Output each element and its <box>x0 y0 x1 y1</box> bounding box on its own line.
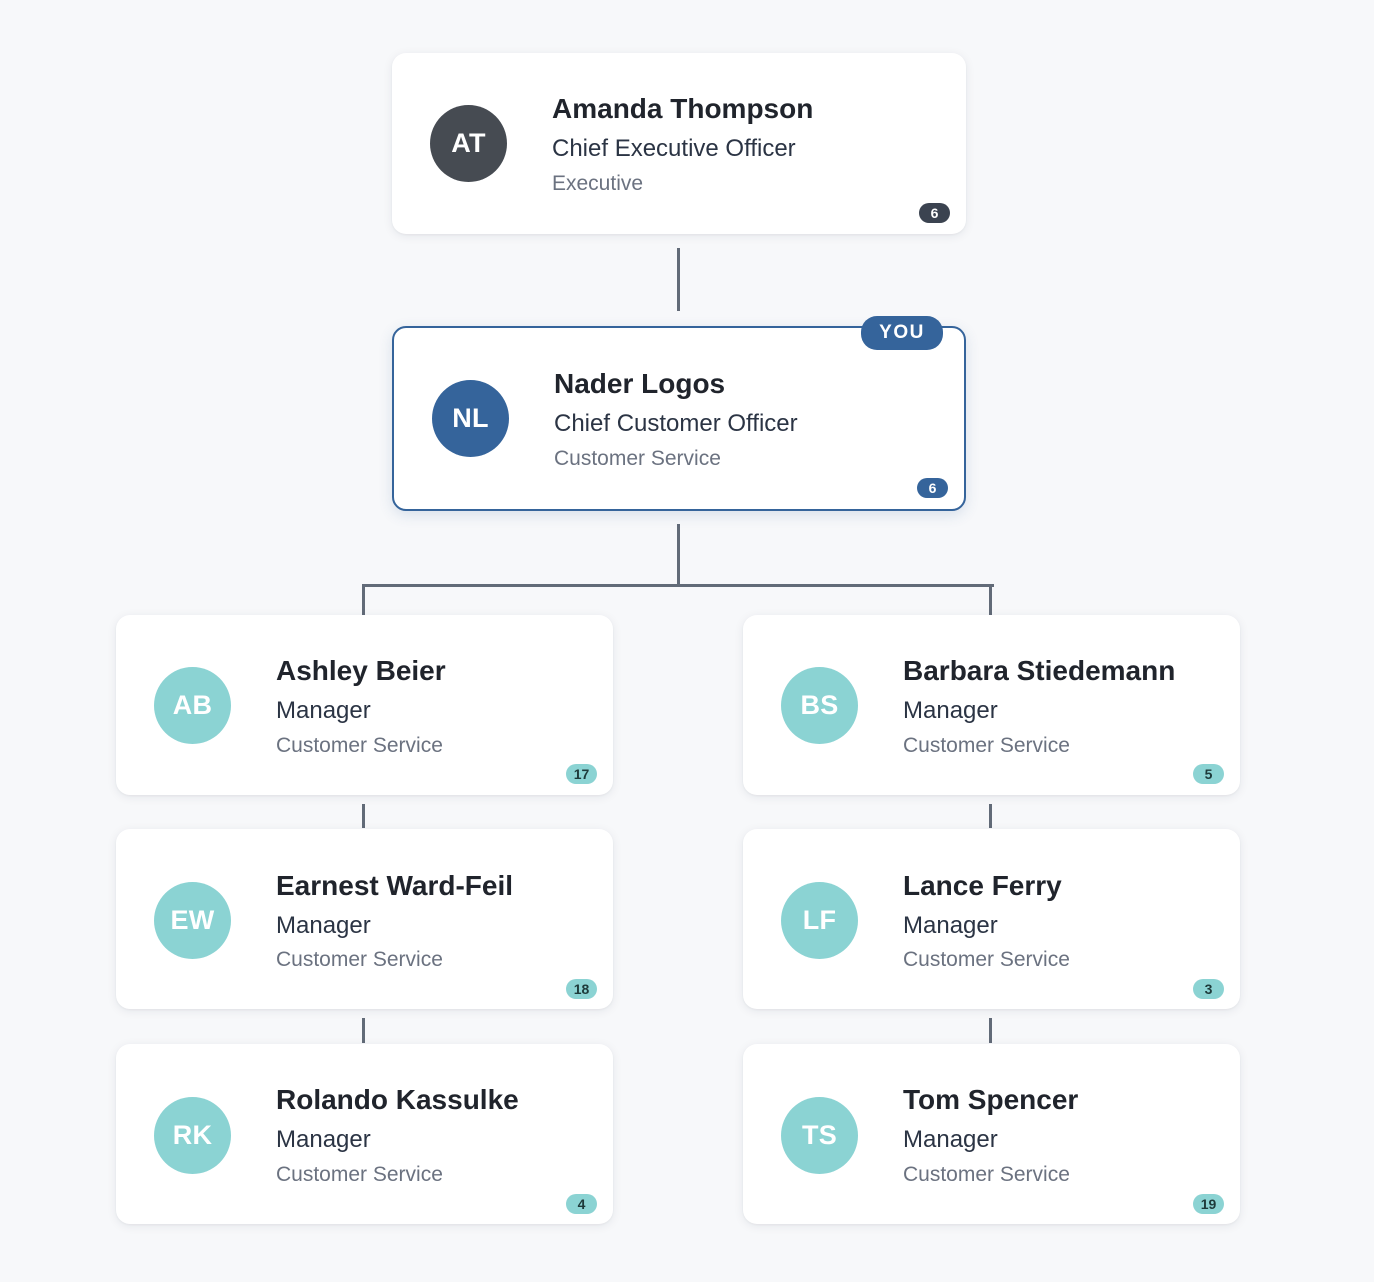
connector-you-down <box>677 524 680 586</box>
connector-left-2-3 <box>362 1018 365 1043</box>
connector-right-1-2 <box>989 804 992 828</box>
avatar: AB <box>154 667 231 744</box>
person-card-report[interactable]: AB Ashley Beier Manager Customer Service… <box>116 615 613 795</box>
avatar: AT <box>430 105 507 182</box>
you-badge: YOU <box>861 316 943 350</box>
avatar: TS <box>781 1097 858 1174</box>
person-title: Manager <box>903 912 998 939</box>
person-department: Customer Service <box>554 447 721 470</box>
connector-left-1-2 <box>362 804 365 828</box>
person-department: Customer Service <box>903 948 1070 971</box>
avatar: NL <box>432 380 509 457</box>
connector-ceo-to-you <box>677 248 680 311</box>
direct-reports-count-badge: 6 <box>919 203 950 223</box>
direct-reports-count-badge: 17 <box>566 764 597 784</box>
direct-reports-count-badge: 6 <box>917 478 948 498</box>
person-card-report[interactable]: BS Barbara Stiedemann Manager Customer S… <box>743 615 1240 795</box>
connector-left-branch <box>362 584 365 615</box>
direct-reports-count-badge: 19 <box>1193 1194 1224 1214</box>
person-card-report[interactable]: EW Earnest Ward-Feil Manager Customer Se… <box>116 829 613 1009</box>
connector-horizontal <box>362 584 994 587</box>
person-title: Chief Executive Officer <box>552 135 796 162</box>
person-name: Lance Ferry <box>903 870 1062 901</box>
direct-reports-count-badge: 3 <box>1193 979 1224 999</box>
person-title: Manager <box>903 697 998 724</box>
person-department: Customer Service <box>276 734 443 757</box>
person-card-report[interactable]: RK Rolando Kassulke Manager Customer Ser… <box>116 1044 613 1224</box>
person-title: Manager <box>276 1126 371 1153</box>
person-name: Barbara Stiedemann <box>903 655 1176 686</box>
person-name: Nader Logos <box>554 368 726 399</box>
person-name: Earnest Ward-Feil <box>276 870 514 901</box>
connector-right-branch <box>989 584 992 615</box>
person-title: Chief Customer Officer <box>554 410 798 437</box>
direct-reports-count-badge: 18 <box>566 979 597 999</box>
person-name: Rolando Kassulke <box>276 1084 519 1115</box>
person-card-report[interactable]: LF Lance Ferry Manager Customer Service … <box>743 829 1240 1009</box>
avatar: EW <box>154 882 231 959</box>
person-department: Customer Service <box>276 948 443 971</box>
person-title: Manager <box>903 1126 998 1153</box>
person-department: Customer Service <box>903 734 1070 757</box>
person-title: Manager <box>276 697 371 724</box>
person-name: Amanda Thompson <box>552 93 814 124</box>
connector-right-2-3 <box>989 1018 992 1043</box>
person-card-report[interactable]: TS Tom Spencer Manager Customer Service … <box>743 1044 1240 1224</box>
person-department: Customer Service <box>903 1163 1070 1186</box>
person-department: Customer Service <box>276 1163 443 1186</box>
avatar: LF <box>781 882 858 959</box>
direct-reports-count-badge: 5 <box>1193 764 1224 784</box>
avatar: RK <box>154 1097 231 1174</box>
person-name: Ashley Beier <box>276 655 446 686</box>
person-department: Executive <box>552 172 644 195</box>
avatar: BS <box>781 667 858 744</box>
person-card-ceo[interactable]: AT Amanda Thompson Chief Executive Offic… <box>392 53 966 234</box>
person-card-current-user[interactable]: YOU NL Nader Logos Chief Customer Office… <box>392 316 966 511</box>
person-name: Tom Spencer <box>903 1084 1079 1115</box>
person-title: Manager <box>276 912 371 939</box>
direct-reports-count-badge: 4 <box>566 1194 597 1214</box>
